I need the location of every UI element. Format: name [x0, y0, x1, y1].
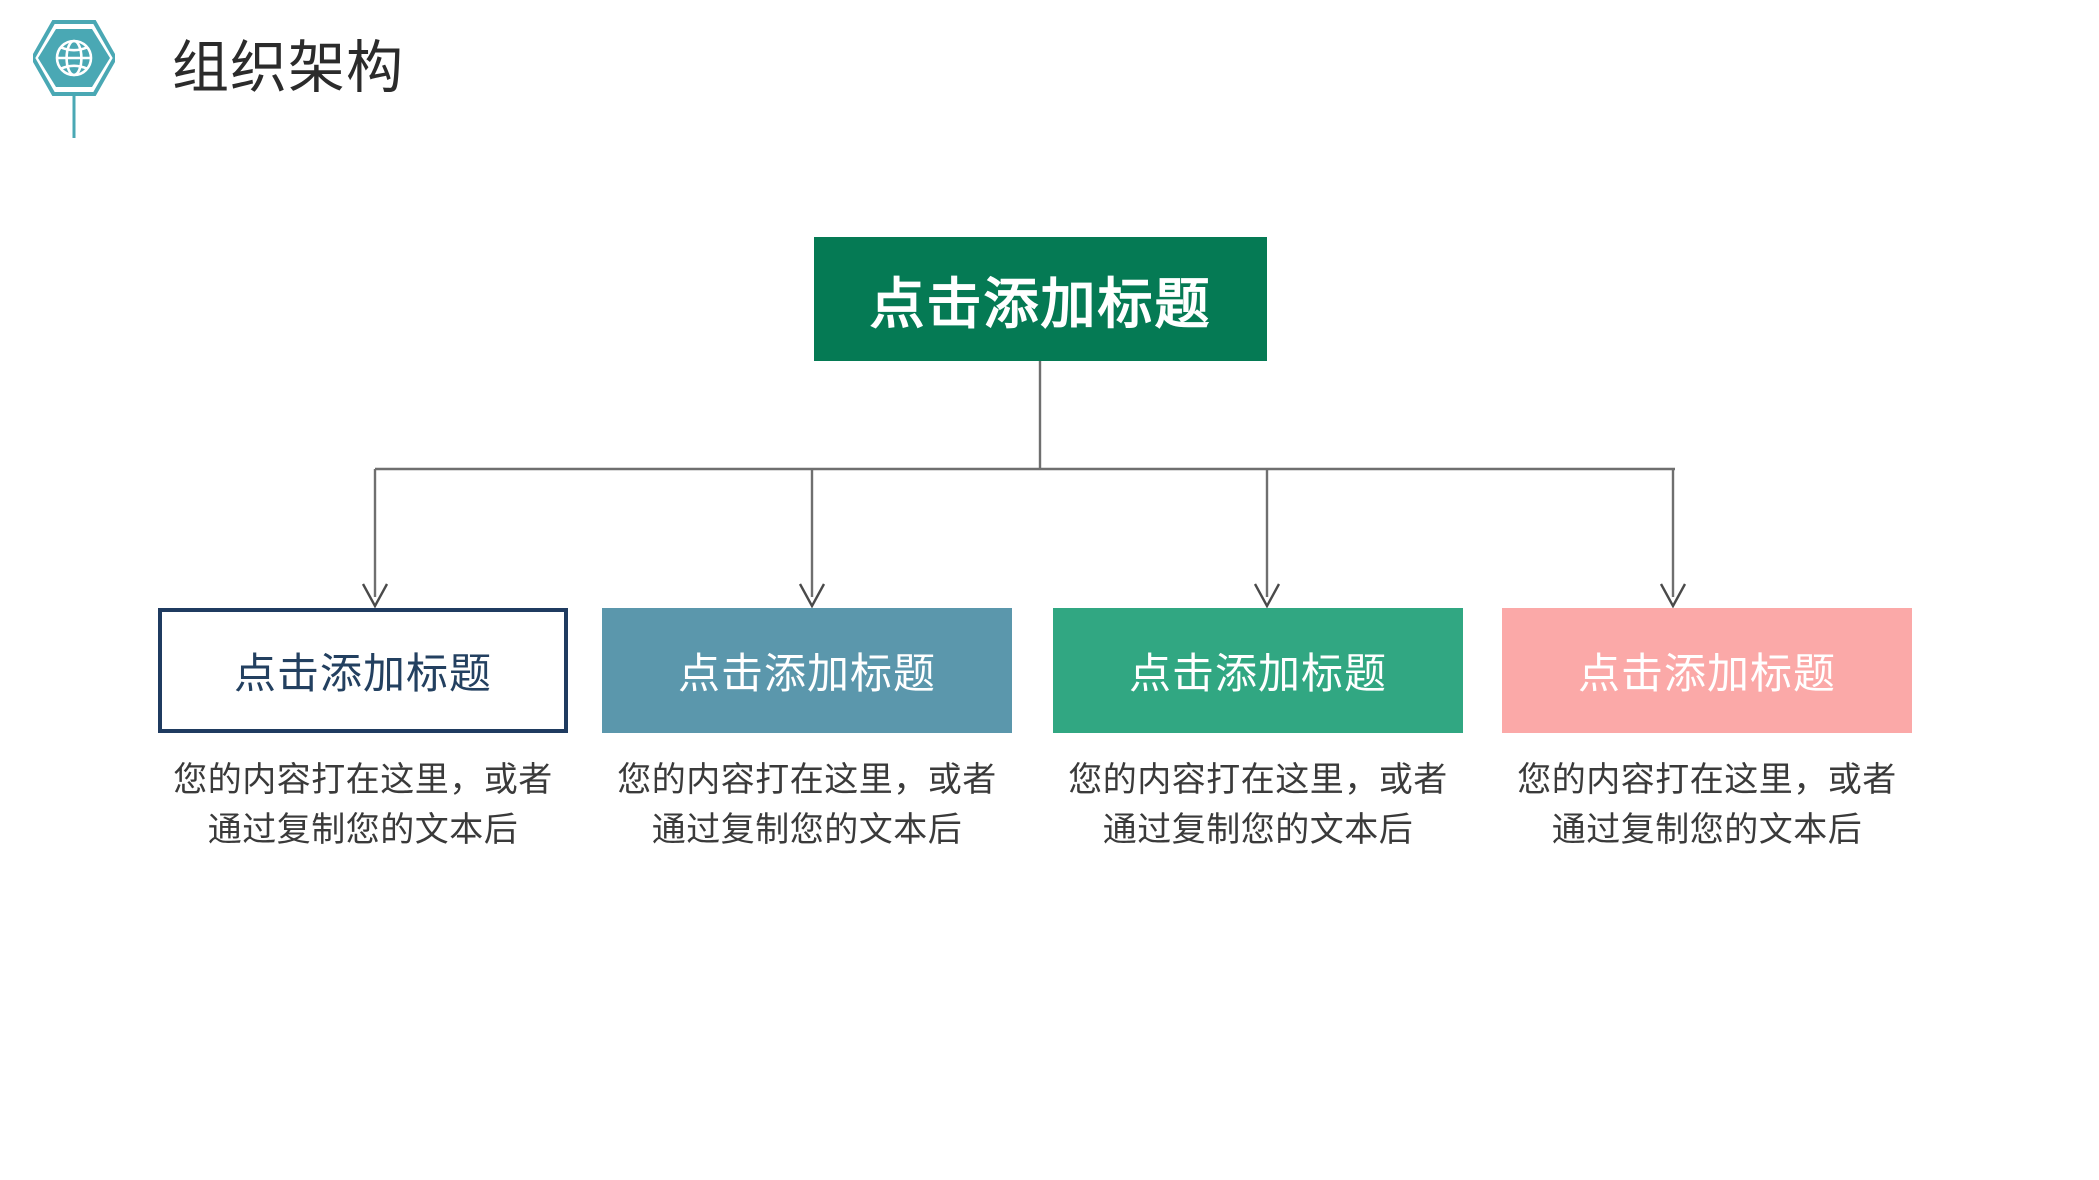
child-caption-2: 您的内容打在这里，或者 通过复制您的文本后 [602, 755, 1012, 856]
child-node-1[interactable]: 点击添加标题 [158, 608, 568, 733]
child-caption-1: 您的内容打在这里，或者 通过复制您的文本后 [158, 755, 568, 856]
child-node-1-label: 点击添加标题 [233, 650, 492, 697]
child-column-4: 点击添加标题 您的内容打在这里，或者 通过复制您的文本后 [1502, 608, 1912, 856]
child-caption-3-line2: 通过复制您的文本后 [1102, 811, 1414, 850]
child-node-4-label: 点击添加标题 [1577, 650, 1836, 697]
root-node[interactable]: 点击添加标题 [814, 237, 1267, 361]
root-node-label: 点击添加标题 [869, 273, 1212, 335]
child-caption-1-line1: 您的内容打在这里，或者 [173, 761, 553, 799]
child-column-3: 点击添加标题 您的内容打在这里，或者 通过复制您的文本后 [1053, 608, 1463, 856]
child-caption-1-line2: 通过复制您的文本后 [207, 811, 519, 850]
child-node-2-label: 点击添加标题 [677, 650, 936, 697]
page-title: 组织架构 [172, 36, 404, 100]
child-caption-4-line2: 通过复制您的文本后 [1551, 811, 1863, 850]
globe-hexagon-icon [30, 18, 118, 140]
child-caption-3-line1: 您的内容打在这里，或者 [1068, 761, 1448, 799]
child-column-2: 点击添加标题 您的内容打在这里，或者 通过复制您的文本后 [602, 608, 1012, 856]
child-caption-4-line1: 您的内容打在这里，或者 [1517, 761, 1897, 799]
child-node-3-label: 点击添加标题 [1128, 650, 1387, 697]
child-column-1: 点击添加标题 您的内容打在这里，或者 通过复制您的文本后 [158, 608, 568, 856]
child-caption-2-line1: 您的内容打在这里，或者 [617, 761, 997, 799]
child-caption-4: 您的内容打在这里，或者 通过复制您的文本后 [1502, 755, 1912, 856]
child-caption-2-line2: 通过复制您的文本后 [651, 811, 963, 850]
slide-header: 组织架构 [0, 0, 2099, 150]
child-node-2[interactable]: 点击添加标题 [602, 608, 1012, 733]
child-node-4[interactable]: 点击添加标题 [1502, 608, 1912, 733]
child-caption-3: 您的内容打在这里，或者 通过复制您的文本后 [1053, 755, 1463, 856]
child-node-3[interactable]: 点击添加标题 [1053, 608, 1463, 733]
